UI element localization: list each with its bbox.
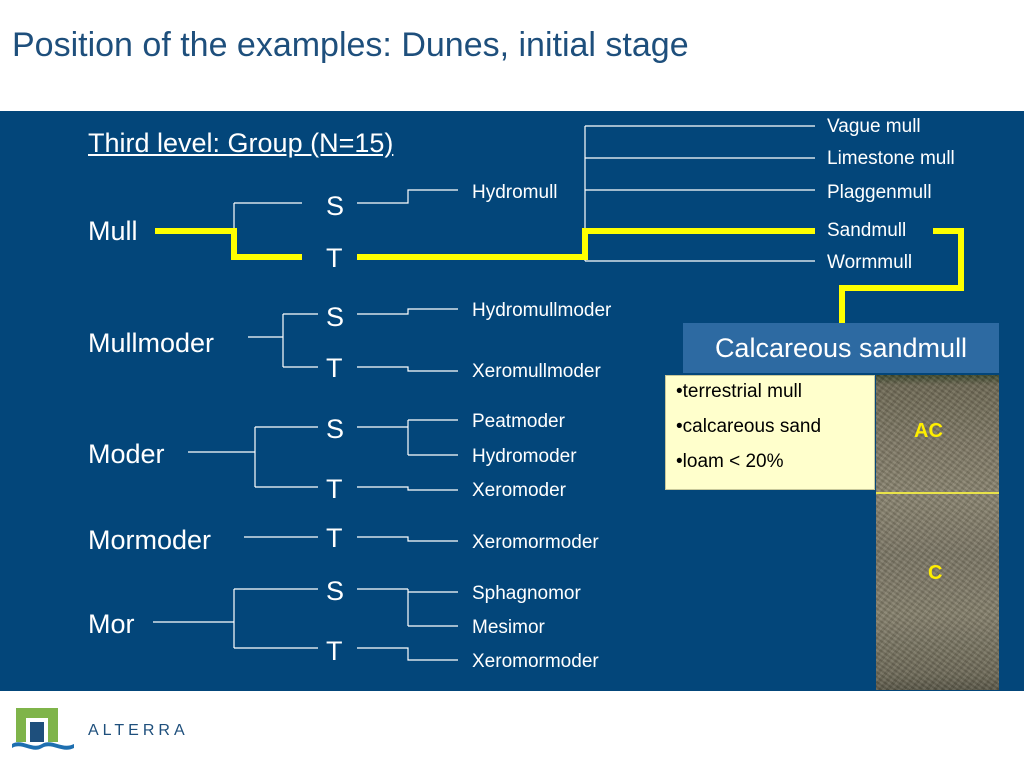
mor-branch-lines <box>153 588 318 649</box>
classification-panel: Third level: Group (N=15) Mull Mullmoder… <box>0 111 1024 691</box>
bullet-terrestrial-mull: •terrestrial mull <box>676 381 802 402</box>
branch-s-mull: S <box>326 191 345 221</box>
leaf-plaggenmull: Plaggenmull <box>827 182 932 203</box>
group-label-mormoder: Mormoder <box>88 525 212 555</box>
group-label-mullmoder: Mullmoder <box>88 328 215 358</box>
leaf-xeromormoder-mor: Xeromormoder <box>472 651 599 672</box>
mull-branch-lines <box>233 202 302 257</box>
mullmoder-leaf-lines <box>357 308 458 372</box>
bullet-calcareous-sand: •calcareous sand <box>676 416 822 437</box>
leaf-xeromormoder-mormoder: Xeromormoder <box>472 532 599 553</box>
group-label-mor: Mor <box>88 609 135 639</box>
leaf-limestone-mull: Limestone mull <box>827 148 955 169</box>
branch-s-moder: S <box>326 414 345 444</box>
horizon-label-c: C <box>928 562 943 584</box>
horizon-boundary-line <box>876 492 999 494</box>
leaf-mesimor: Mesimor <box>472 617 545 638</box>
leaf-sandmull: Sandmull <box>827 220 907 241</box>
alterra-brand: ALTERRA <box>88 722 189 739</box>
soil-profile-photo: AC C <box>876 375 999 690</box>
level-subtitle: Third level: Group (N=15) <box>88 128 394 158</box>
mor-leaf-lines <box>357 588 458 661</box>
branch-t-mormoder: T <box>326 523 343 553</box>
branch-t-moder: T <box>326 474 343 504</box>
leaf-hydromoder: Hydromoder <box>472 446 577 467</box>
leaf-hydromull: Hydromull <box>472 182 558 203</box>
branch-s-mor: S <box>326 576 345 606</box>
branch-s-mullmoder: S <box>326 302 345 332</box>
leaf-vague-mull: Vague mull <box>827 116 921 137</box>
horizon-label-ac: AC <box>914 420 943 442</box>
mormoder-branch-lines <box>244 536 458 542</box>
leaf-hydromullmoder: Hydromullmoder <box>472 300 612 321</box>
branch-t-mullmoder: T <box>326 353 343 383</box>
branch-t-mor: T <box>326 636 343 666</box>
highlight-path <box>155 228 964 329</box>
branch-t-mull: T <box>326 243 343 273</box>
leaf-xeromullmoder: Xeromullmoder <box>472 361 601 382</box>
callout-title: Calcareous sandmull <box>683 323 999 373</box>
leaf-sphagnomor: Sphagnomor <box>472 583 581 604</box>
leaf-xeromoder: Xeromoder <box>472 480 566 501</box>
classification-tree-lines <box>153 125 964 661</box>
leaf-wormmull: Wormmull <box>827 252 913 273</box>
mull-t-subtree <box>584 125 815 262</box>
callout-bullets: •terrestrial mull •calcareous sand •loam… <box>665 375 875 490</box>
group-label-moder: Moder <box>88 439 165 469</box>
mullmoder-branch-lines <box>248 313 318 368</box>
moder-branch-lines <box>188 426 318 488</box>
bullet-loam: •loam < 20% <box>676 451 784 472</box>
mull-s-to-hydromull <box>357 189 458 204</box>
slide-title: Position of the examples: Dunes, initial… <box>12 26 689 64</box>
group-label-mull: Mull <box>88 216 138 246</box>
alterra-logo-icon <box>12 708 74 750</box>
leaf-peatmoder: Peatmoder <box>472 411 565 432</box>
moder-leaf-lines <box>357 419 458 491</box>
